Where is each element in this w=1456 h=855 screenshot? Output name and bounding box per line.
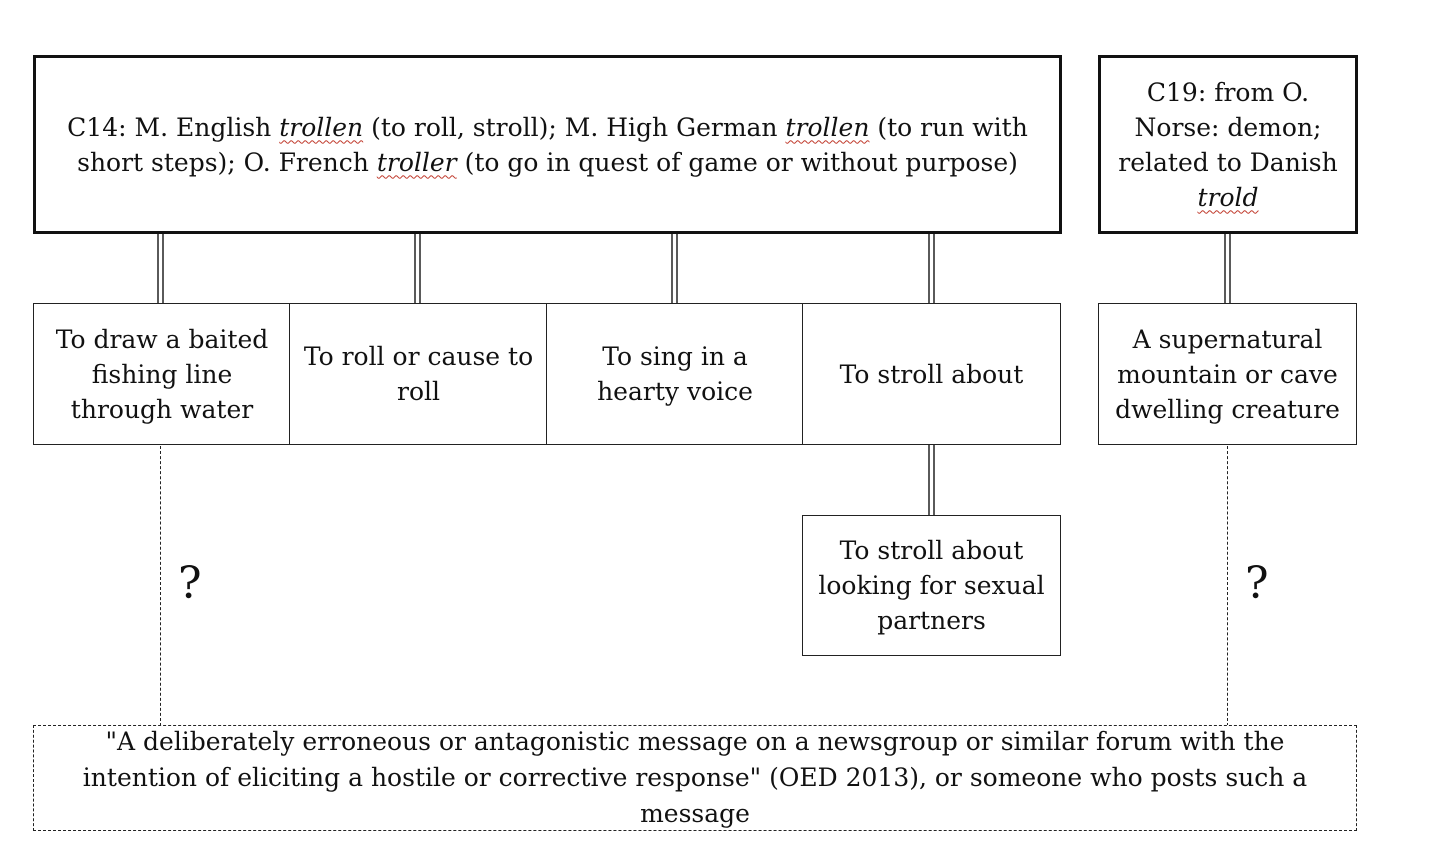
sense-creature-label: A supernatural mountain or cave dwelling… xyxy=(1115,324,1340,424)
sense-creature-box: A supernatural mountain or cave dwelling… xyxy=(1098,303,1357,445)
origin-c14-box: C14: M. English trollen (to roll, stroll… xyxy=(33,55,1062,234)
origin-word-me: trollen xyxy=(279,112,364,142)
sense-stroll-sexual-box: To stroll about looking for sexual partn… xyxy=(802,515,1061,656)
uncertain-link-right xyxy=(1227,446,1228,726)
origin-c14-part: C14: M. English xyxy=(67,112,280,142)
origin-c14-part: (to roll, stroll); M. High German xyxy=(363,112,786,142)
origin-c19-box: C19: from O. Norse: demon; related to Da… xyxy=(1098,55,1358,234)
sense-stroll-box: To stroll about xyxy=(802,303,1061,445)
origin-c14-part: (to go in quest of game or without purpo… xyxy=(456,147,1018,177)
origin-c19-part: C19: from O. Norse: demon; related to Da… xyxy=(1118,77,1338,177)
sense-sing-box: To sing in a hearty voice xyxy=(546,303,804,445)
sense-stroll-label: To stroll about xyxy=(839,359,1024,389)
origin-word-of: troller xyxy=(376,147,457,177)
origin-c14-text: C14: M. English trollen (to roll, stroll… xyxy=(66,110,1029,180)
sense-stroll-sexual-label: To stroll about looking for sexual partn… xyxy=(818,536,1045,635)
question-mark-left: ? xyxy=(178,558,202,609)
origin-word-danish: trold xyxy=(1197,182,1259,212)
sense-fishing-box: To draw a baited fishing line through wa… xyxy=(33,303,291,445)
origin-c19-text: C19: from O. Norse: demon; related to Da… xyxy=(1113,75,1343,215)
question-mark-right: ? xyxy=(1245,558,1269,609)
origin-word-mhg: trollen xyxy=(785,112,870,142)
modern-definition-box: "A deliberately erroneous or antagonisti… xyxy=(33,725,1357,831)
sense-fishing-label: To draw a baited fishing line through wa… xyxy=(55,324,269,424)
sense-roll-label: To roll or cause to roll xyxy=(303,342,534,406)
sense-roll-box: To roll or cause to roll xyxy=(289,303,548,445)
sense-sing-label: To sing in a hearty voice xyxy=(597,342,753,406)
modern-definition-text: "A deliberately erroneous or antagonisti… xyxy=(82,727,1308,828)
origin-c14-part: (to run with short steps); O. French xyxy=(77,112,1028,177)
uncertain-link-left xyxy=(160,446,161,726)
